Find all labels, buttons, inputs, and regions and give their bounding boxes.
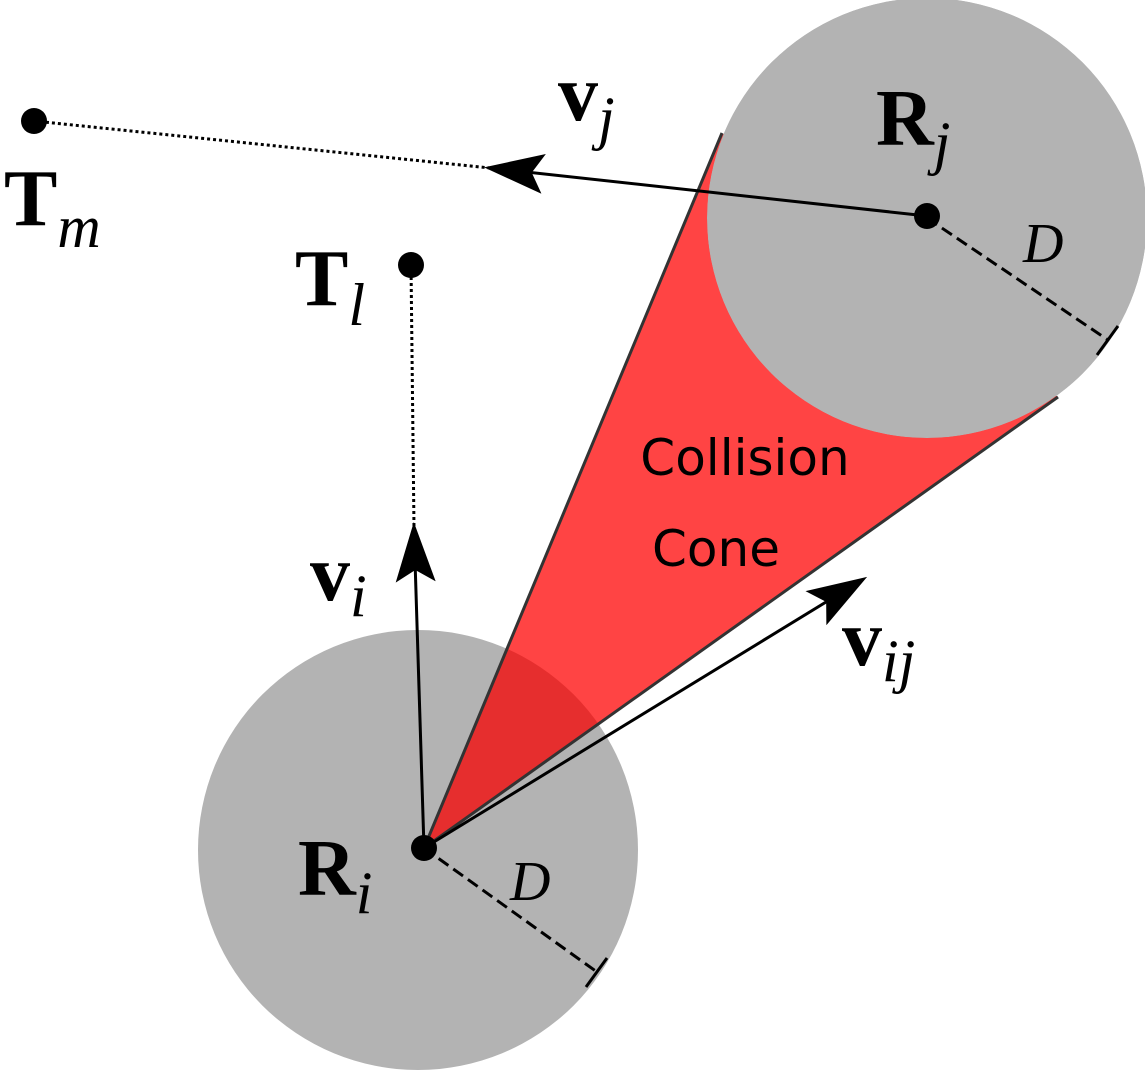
- target-l-dot: [398, 252, 424, 278]
- velocity-j-arrow: [484, 154, 928, 218]
- robot-j-radius-tick: [1095, 325, 1120, 356]
- cone-edge-right: [423, 395, 1059, 850]
- path-i-to-target-l: [409, 264, 416, 529]
- velocity-ij-arrow: [423, 576, 868, 850]
- robot-j-label: Rj: [876, 75, 950, 176]
- robot-i-radius-tick: [584, 957, 609, 988]
- robot-i-label: Ri: [298, 825, 372, 926]
- cone-edge-left: [422, 132, 724, 849]
- velocity-i-label: vi: [310, 530, 367, 629]
- robot-i-center-dot: [411, 835, 437, 861]
- velocity-ij-label: vij: [842, 595, 915, 694]
- velocity-i-arrow: [395, 522, 436, 849]
- robot-j-radius-label: D: [1022, 213, 1063, 275]
- robot-i-radius-label: D: [509, 851, 550, 913]
- velocity-j-label: vj: [558, 50, 615, 151]
- cone-label-line1: Collision: [640, 429, 849, 487]
- robot-j-center-dot: [914, 203, 940, 229]
- target-m-label: Tm: [4, 155, 101, 260]
- cone-label-line2: Cone: [652, 520, 780, 578]
- target-l-label: Tl: [295, 235, 365, 338]
- path-j-to-target-m: [33, 119, 491, 170]
- robot-j-radius-line: [926, 216, 1109, 342]
- target-m-dot: [21, 108, 47, 134]
